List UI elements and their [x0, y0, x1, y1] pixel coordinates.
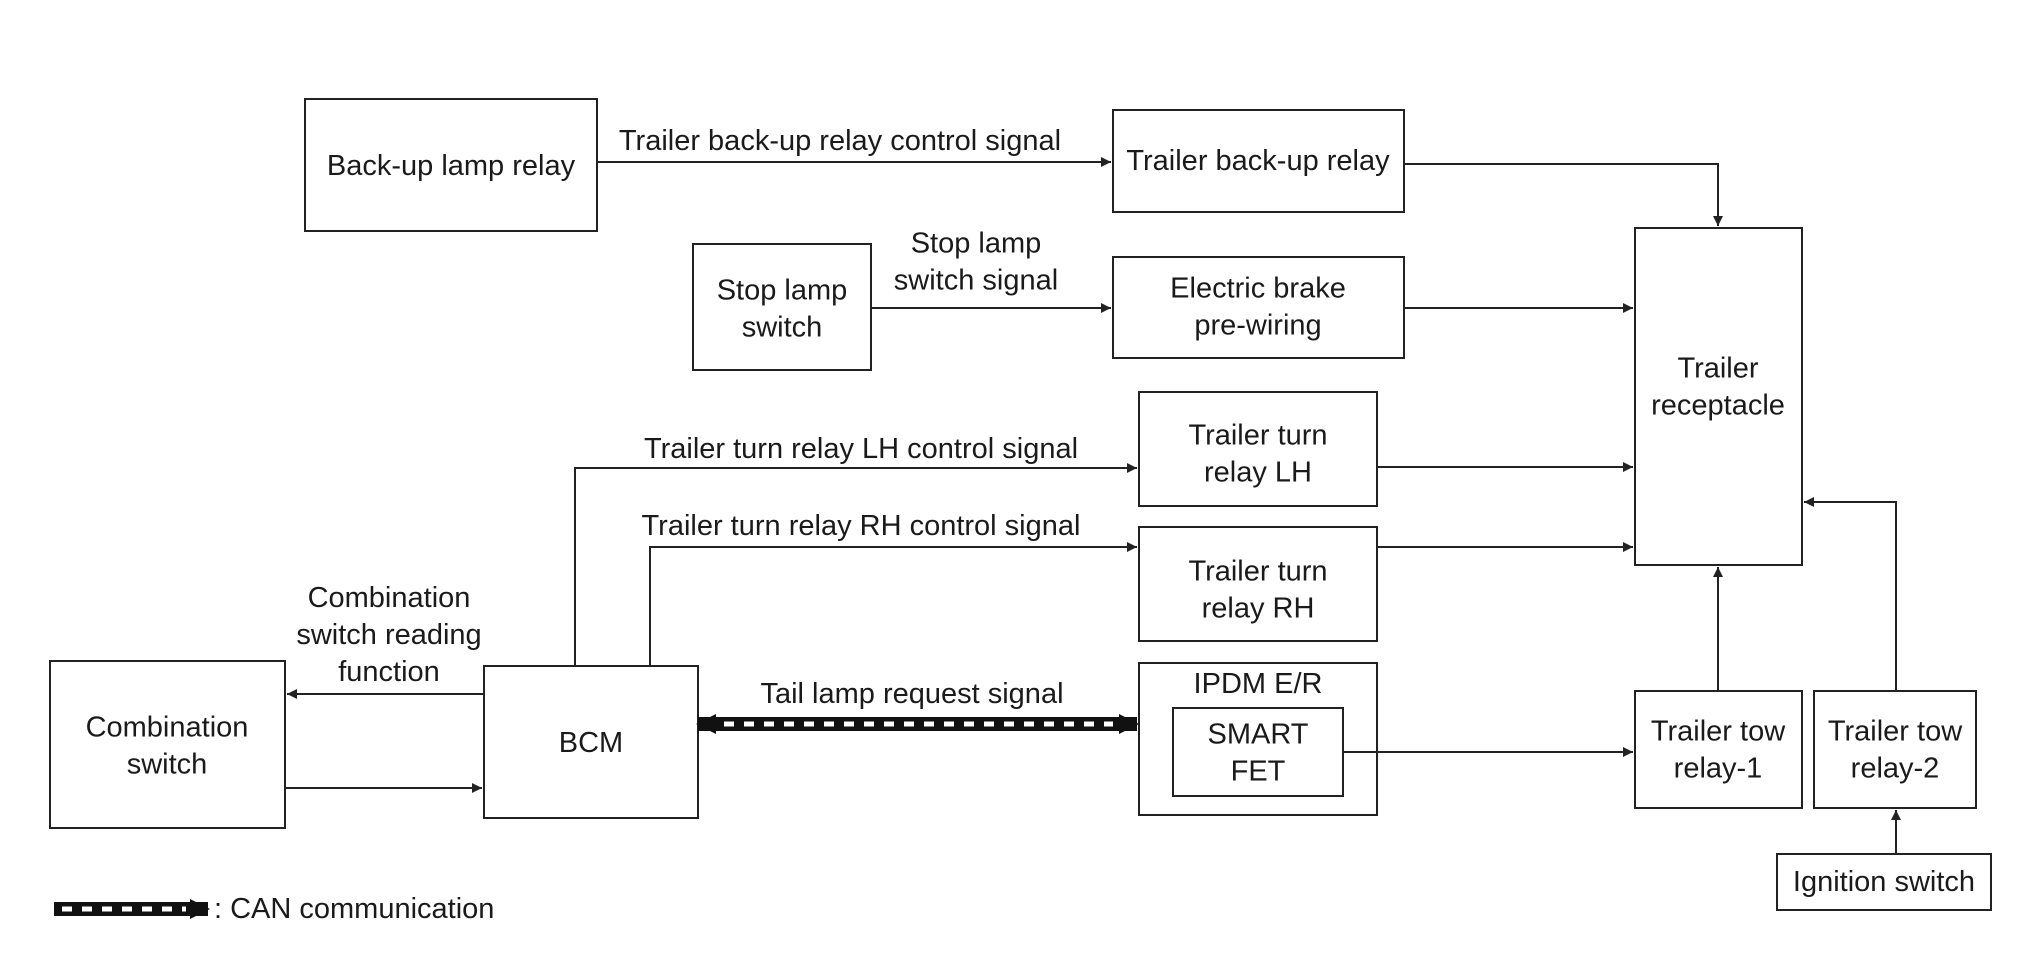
ignition-switch-box — [1776, 853, 1992, 911]
turn-relay-rh-label: Trailer turn relay RH — [1188, 556, 1327, 625]
label-line: Combination — [86, 712, 249, 744]
electric-brake-box — [1112, 256, 1405, 359]
label-line: Trailer tow — [1828, 716, 1963, 748]
bcm-box — [483, 665, 699, 819]
backup-lamp-relay-box — [304, 98, 598, 232]
tow-relay-2-to-receptacle-arrow — [1804, 497, 1897, 691]
turn-rh-control-arrow — [649, 542, 1137, 666]
label-line: receptacle — [1651, 390, 1785, 422]
label-line: Trailer turn relay RH control signal — [642, 510, 1081, 542]
label-line: Trailer back-up relay — [1126, 145, 1390, 177]
label-line: relay-1 — [1674, 753, 1763, 785]
trailer-receptacle-label: Trailer receptacle — [1651, 353, 1785, 422]
label-line: Tail lamp request signal — [760, 678, 1063, 710]
label-line: function — [338, 656, 440, 688]
turn-rh-signal-label: Trailer turn relay RH control signal — [642, 510, 1081, 542]
bcm-label: BCM — [559, 727, 623, 759]
label-line: Trailer — [1677, 353, 1758, 385]
turn-relay-rh-box — [1138, 526, 1378, 642]
stop-lamp-switch-label: Stop lamp switch — [717, 275, 848, 344]
trailer-backup-relay-box — [1112, 109, 1405, 213]
label-line: SMART — [1208, 719, 1309, 751]
label-line: Trailer turn — [1188, 556, 1327, 588]
combination-reading-label: Combination switch reading function — [296, 582, 481, 688]
label-line: relay LH — [1204, 457, 1312, 489]
label-line: pre-wiring — [1194, 310, 1321, 342]
electric-brake-label: Electric brake pre-wiring — [1170, 273, 1346, 342]
trailer-receptacle-box — [1634, 227, 1803, 566]
backup-control-signal-label: Trailer back-up relay control signal — [619, 125, 1061, 157]
label-line: Electric brake — [1170, 273, 1346, 305]
label-line: Stop lamp — [717, 275, 848, 307]
label-line: Ignition switch — [1793, 866, 1975, 898]
label-line: BCM — [559, 727, 623, 759]
tow-relay-1-label: Trailer tow relay-1 — [1651, 716, 1786, 785]
trailer-backup-relay-label: Trailer back-up relay — [1126, 145, 1390, 177]
label-line: Trailer turn — [1188, 420, 1327, 452]
tow-relay-1-box — [1634, 690, 1803, 809]
label-line: IPDM E/R — [1194, 668, 1323, 700]
label-line: Trailer back-up relay control signal — [619, 125, 1061, 157]
turn-relay-lh-label: Trailer turn relay LH — [1188, 420, 1327, 489]
label-line: relay-2 — [1851, 753, 1940, 785]
label-line: switch signal — [894, 265, 1058, 297]
combination-switch-box — [49, 660, 286, 829]
turn-relay-lh-box — [1138, 391, 1378, 507]
label-line: Combination — [308, 582, 471, 614]
combination-switch-label: Combination switch — [86, 712, 249, 781]
tow-relay-2-label: Trailer tow relay-2 — [1828, 716, 1963, 785]
tow-relay-2-box — [1813, 690, 1977, 809]
label-line: Stop lamp — [911, 228, 1042, 260]
can-legend-label: : CAN communication — [214, 893, 494, 925]
label-line: Back-up lamp relay — [327, 150, 576, 182]
smart-fet-box — [1172, 707, 1344, 797]
smart-fet-label: SMART FET — [1208, 719, 1309, 788]
label-line: switch — [127, 749, 208, 781]
tail-lamp-request-label: Tail lamp request signal — [760, 678, 1063, 710]
label-line: switch reading — [296, 619, 481, 651]
turn-lh-control-arrow — [574, 463, 1137, 666]
stop-lamp-switch-box — [692, 243, 872, 371]
backup-relay-to-receptacle-arrow — [1404, 163, 1723, 226]
label-line: switch — [742, 312, 823, 344]
turn-lh-signal-label: Trailer turn relay LH control signal — [644, 433, 1078, 465]
label-line: Trailer tow — [1651, 716, 1786, 748]
backup-lamp-relay-label: Back-up lamp relay — [327, 150, 576, 182]
label-line: Trailer turn relay LH control signal — [644, 433, 1078, 465]
ipdm-label: IPDM E/R — [1194, 668, 1323, 700]
stop-lamp-signal-label: Stop lamp switch signal — [894, 228, 1058, 297]
label-line: relay RH — [1202, 593, 1315, 625]
ignition-switch-label: Ignition switch — [1793, 866, 1975, 898]
label-line: FET — [1231, 756, 1286, 788]
